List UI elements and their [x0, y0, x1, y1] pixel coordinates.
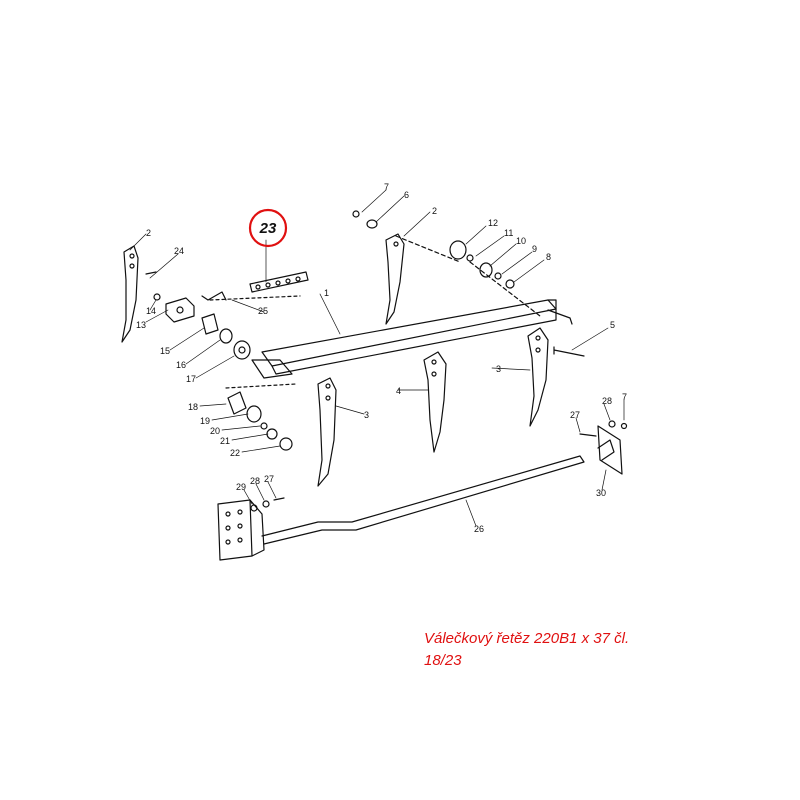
support-rod: [261, 455, 585, 545]
caption-line-1: Válečkový řetěz 220B1 x 37 čl.: [424, 630, 630, 647]
clip-25: [201, 291, 227, 301]
shaft-stub: [547, 309, 573, 325]
part-label-2-top: 2: [432, 206, 437, 216]
part-label-15: 15: [160, 346, 170, 356]
spring-tine-mid-left: [317, 377, 337, 487]
part-label-14: 14: [146, 306, 156, 316]
part-label-21: 21: [220, 436, 230, 446]
main-frame-beam: [261, 299, 557, 375]
part-label-6: 6: [404, 190, 409, 200]
sleeve-15: [201, 313, 219, 335]
part-label-8: 8: [546, 252, 551, 262]
washer-20: [260, 422, 268, 430]
bearing-12: [449, 240, 467, 260]
spring-tine-left: [121, 245, 139, 343]
washer-6: [366, 219, 378, 229]
part-label-24: 24: [174, 246, 184, 256]
nut-7: [352, 210, 360, 218]
part-caption: Válečkový řetěz 220B1 x 37 čl. 18/23: [424, 628, 764, 672]
part-label-16: 16: [176, 360, 186, 370]
part-label-13: 13: [136, 320, 146, 330]
part-label-29: 29: [236, 482, 246, 492]
part-label-12: 12: [488, 218, 498, 228]
part-label-5: 5: [610, 320, 615, 330]
nut-14: [153, 293, 161, 301]
ring-22: [279, 437, 293, 451]
part-label-10: 10: [516, 236, 526, 246]
part-label-17: 17: [186, 374, 196, 384]
spring-tine-center: [423, 351, 447, 453]
part-label-30: 30: [596, 488, 606, 498]
ring-8: [505, 279, 515, 289]
roller-chain: [249, 271, 309, 293]
part-label-28-left: 28: [250, 476, 260, 486]
spring-tine-top: [385, 233, 405, 325]
part-label-26: 26: [474, 524, 484, 534]
part-label-1: 1: [324, 288, 329, 298]
part-label-25: 25: [258, 306, 268, 316]
part-number-labels: 1 2 2 3 3 4 5 6 7 7 8 9 10 11 12 13 14 1…: [136, 182, 627, 534]
washer-9: [494, 272, 502, 280]
part-label-18: 18: [188, 402, 198, 412]
part-label-27-left: 27: [264, 474, 274, 484]
part-label-7-top: 7: [384, 182, 389, 192]
part-label-11: 11: [504, 228, 513, 238]
part-label-3-left: 3: [364, 410, 369, 420]
bolt-5: [553, 346, 585, 357]
part-label-22: 22: [230, 448, 240, 458]
washer-16: [219, 328, 233, 344]
bolt-24: [145, 271, 157, 275]
sprocket-17: [233, 340, 251, 360]
part-label-3-right: 3: [496, 364, 501, 374]
sleeve-18: [227, 391, 247, 415]
sprocket-10: [479, 262, 493, 278]
caption-line-2: 18/23: [424, 652, 462, 669]
part-label-7-right: 7: [622, 392, 627, 402]
right-mounting-plate: [597, 425, 623, 475]
callout-label: 23: [259, 220, 277, 237]
part-label-2-left: 2: [146, 228, 151, 238]
seal-11: [466, 254, 474, 262]
bearing-block: [165, 297, 195, 323]
part-label-19: 19: [200, 416, 210, 426]
left-mounting-bracket: [217, 499, 265, 561]
callout-circle: [248, 208, 288, 248]
part-label-4: 4: [396, 386, 401, 396]
part-label-28-right: 28: [602, 396, 612, 406]
shaft-hub: [251, 359, 293, 379]
spring-tine-right: [527, 327, 549, 427]
part-label-9: 9: [532, 244, 537, 254]
part-label-20: 20: [210, 426, 220, 436]
sprocket-19: [246, 405, 262, 423]
part-label-27-right: 27: [570, 410, 580, 420]
washer-21: [266, 428, 278, 440]
